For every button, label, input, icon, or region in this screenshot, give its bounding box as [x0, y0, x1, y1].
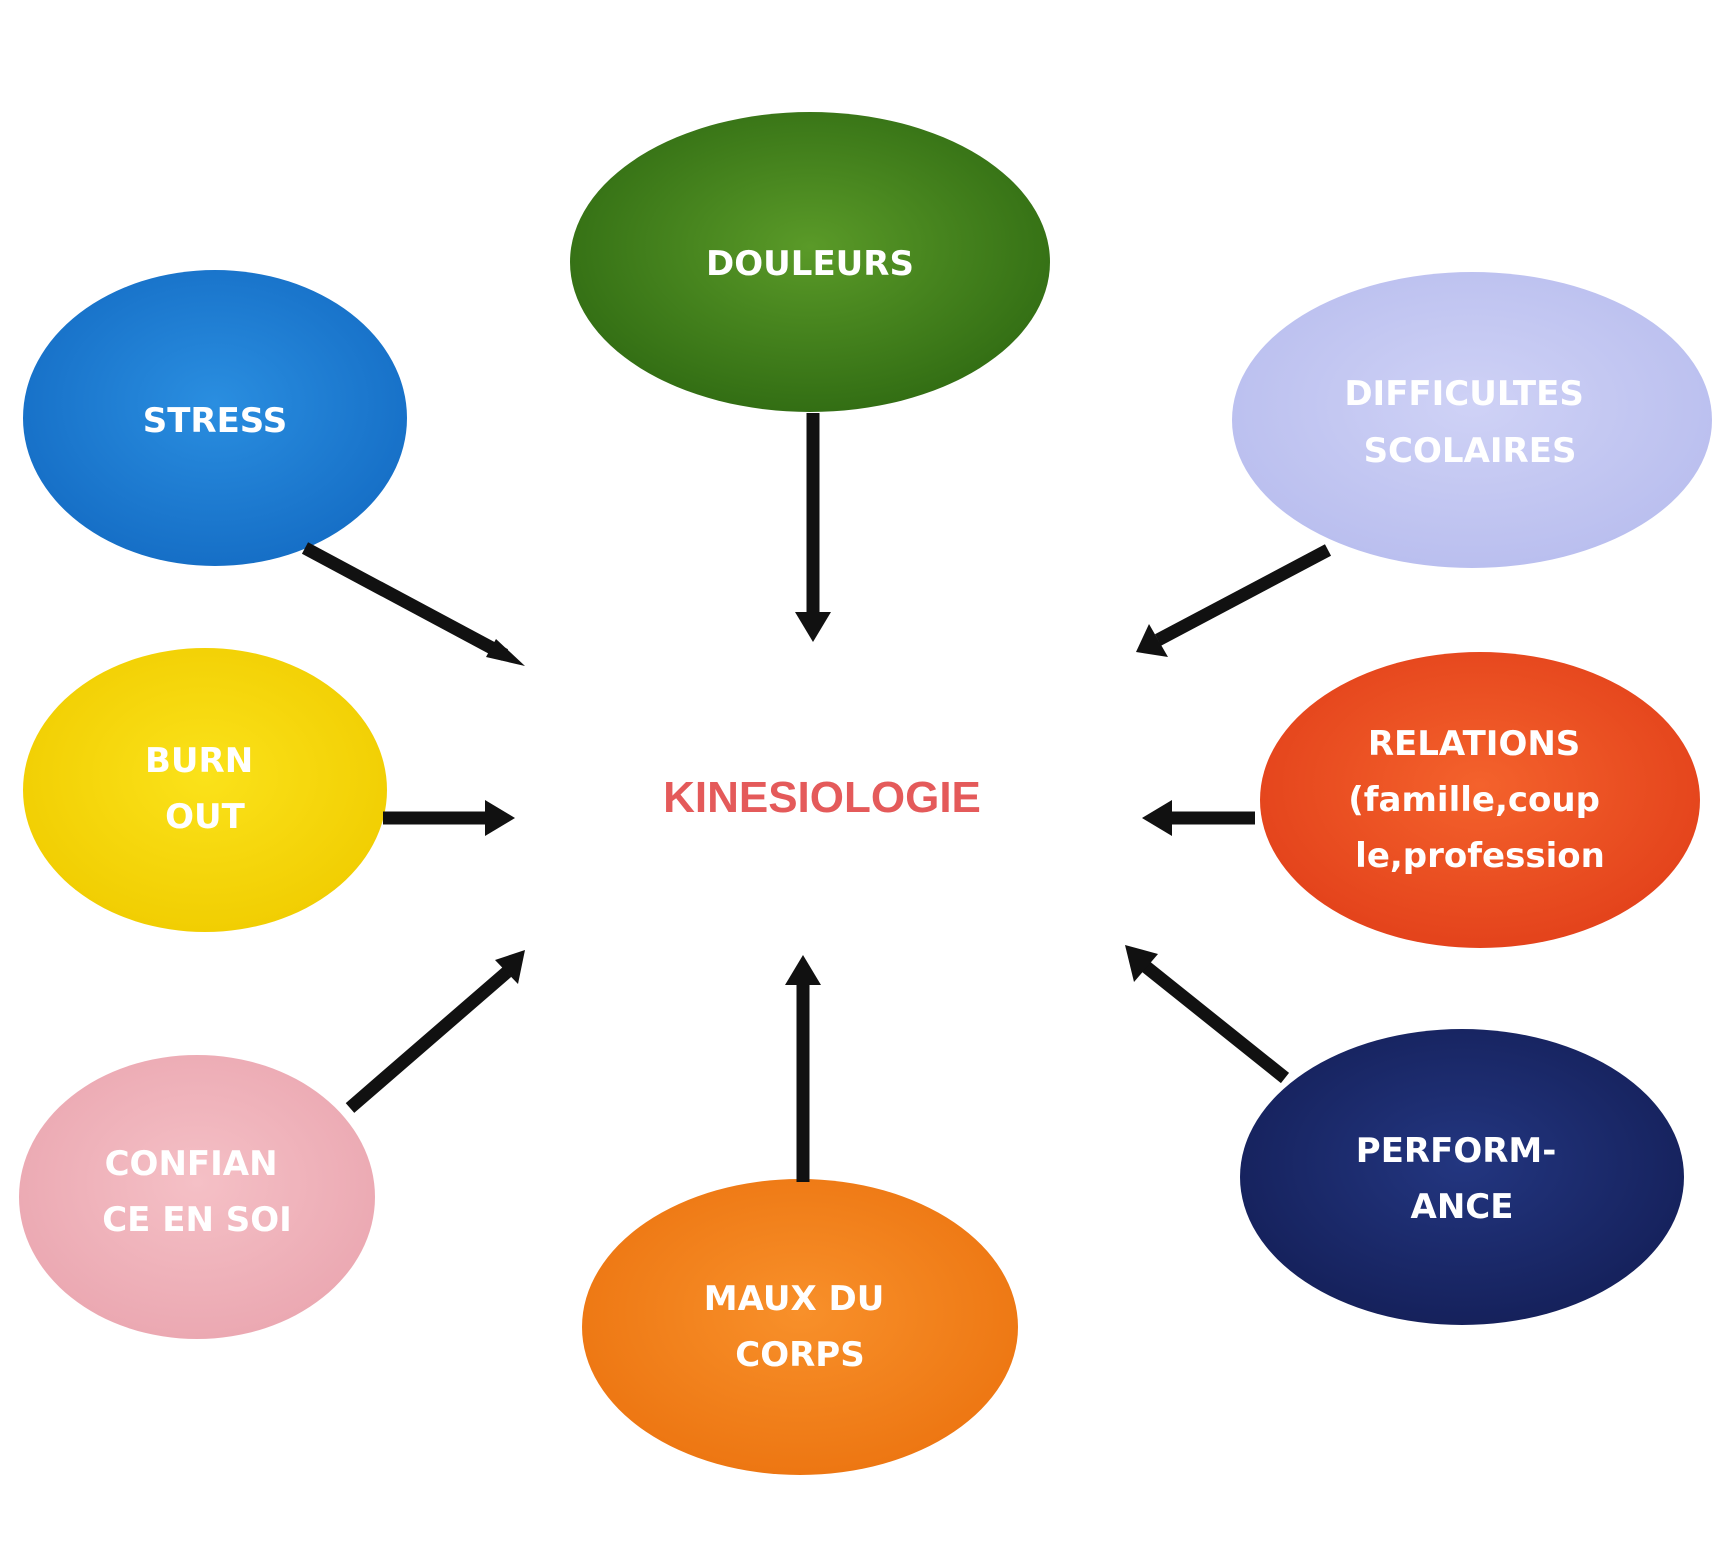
node-confiance-en-soi: CONFIAN CE EN SOI: [19, 1055, 375, 1339]
node-douleurs-label: DOULEURS: [706, 244, 914, 284]
arrow-douleurs: [795, 413, 831, 642]
node-relations-bubble: [1260, 652, 1700, 948]
node-douleurs-bubble: [570, 112, 1050, 412]
node-confiance-label: CONFIAN CE EN SOI: [102, 1144, 292, 1240]
arrow-burnout: [383, 800, 515, 836]
node-stress-bubble: [23, 270, 407, 566]
node-performance: PERFORM- ANCE: [1240, 1029, 1684, 1325]
node-relations-label: RELATIONS (famille,coup le,profession: [1348, 724, 1612, 876]
node-burnout-bubble: [23, 648, 387, 932]
arrow-maux: [785, 955, 821, 1182]
arrow-relations: [1142, 800, 1255, 836]
node-burn-out: BURN OUT: [23, 648, 387, 932]
node-difficultes-bubble: [1232, 272, 1712, 568]
node-stress-label: STRESS: [143, 401, 288, 441]
node-relations: RELATIONS (famille,coup le,profession: [1260, 652, 1700, 948]
node-performance-label: PERFORM- ANCE: [1356, 1131, 1568, 1227]
node-stress: STRESS: [23, 270, 407, 566]
arrow-performance: [1125, 945, 1290, 1084]
node-maux-du-corps: MAUX DU CORPS: [582, 1179, 1018, 1475]
node-douleurs: DOULEURS: [570, 112, 1050, 412]
node-burnout-label: BURN OUT: [145, 741, 265, 837]
center-label: KINESIOLOGIE: [663, 773, 981, 822]
node-maux-bubble: [582, 1179, 1018, 1475]
node-difficultes-label: DIFFICULTES SCOLAIRES: [1344, 374, 1595, 471]
arrow-stress: [301, 542, 525, 666]
arrow-difficultes: [1136, 544, 1332, 657]
arrow-confiance: [345, 950, 525, 1113]
node-confiance-bubble: [19, 1055, 375, 1339]
node-maux-label: MAUX DU CORPS: [704, 1279, 896, 1375]
node-difficultes-scolaires: DIFFICULTES SCOLAIRES: [1232, 272, 1712, 568]
node-performance-bubble: [1240, 1029, 1684, 1325]
